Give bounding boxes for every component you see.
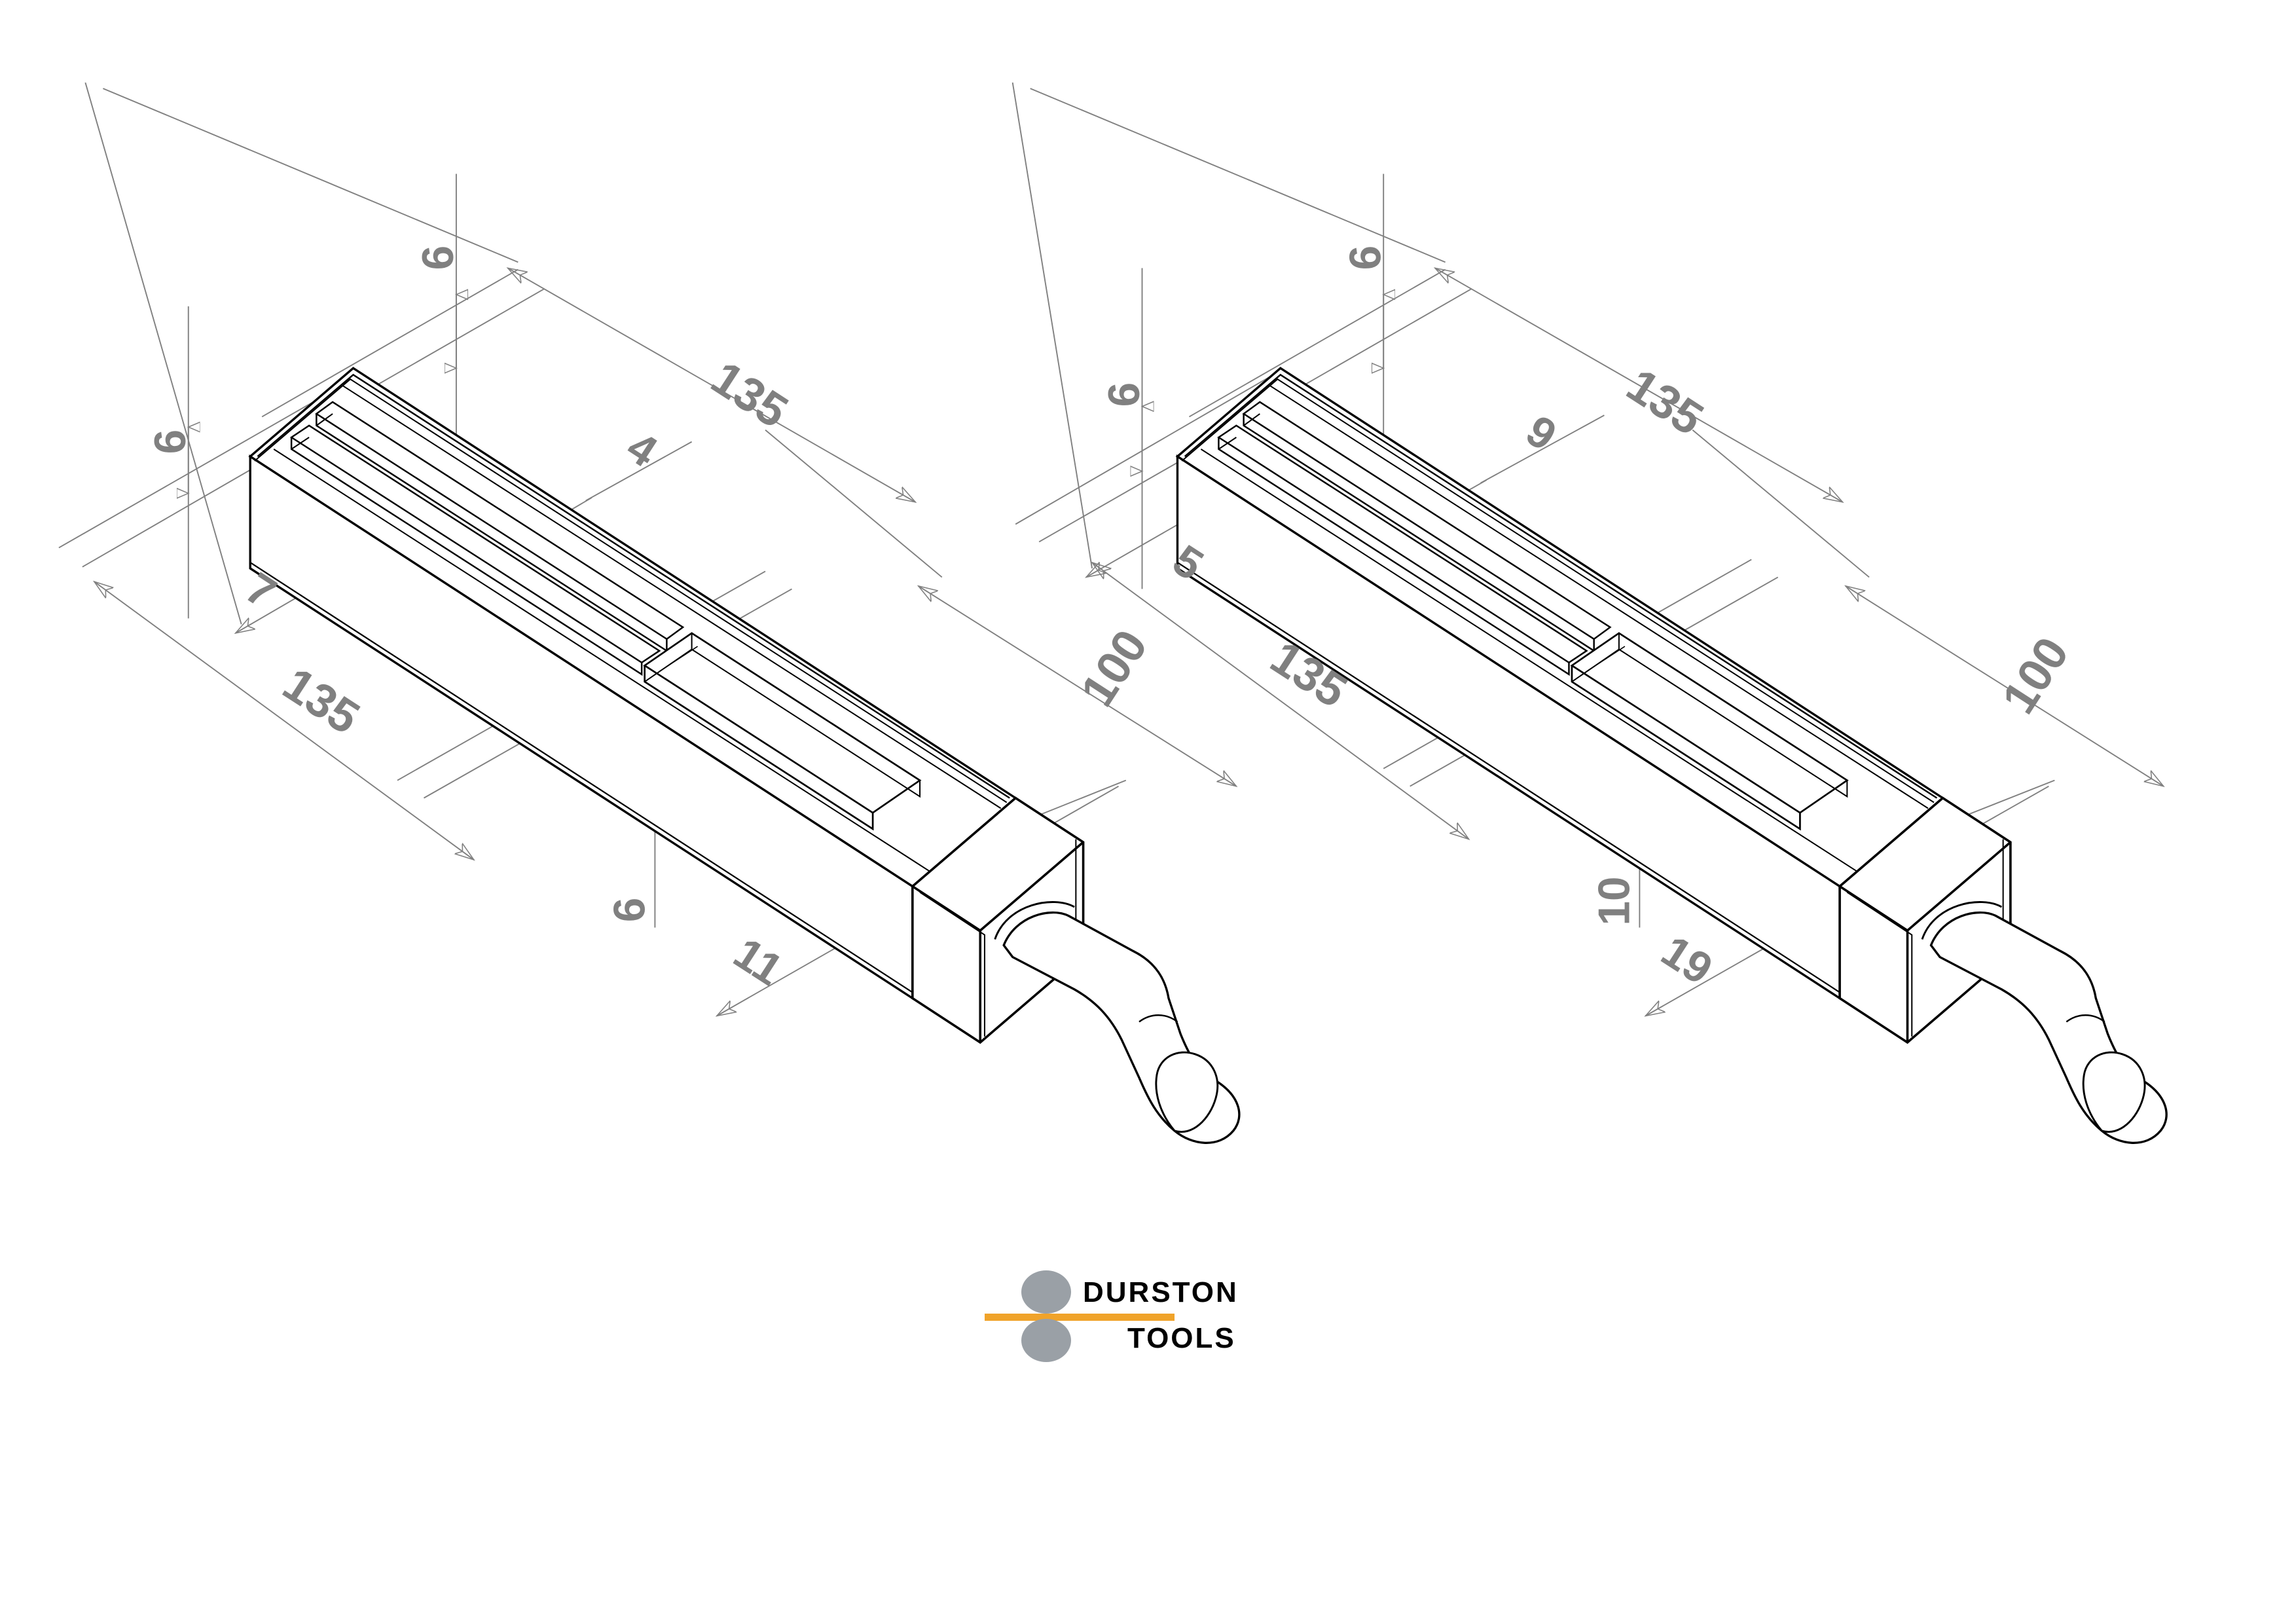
- durston-tools-logo: DURSTON TOOLS: [985, 1270, 1239, 1362]
- dim-100-label: 100: [1992, 628, 2079, 722]
- dim-135-lower-label: 135: [274, 657, 368, 744]
- dim-19-label: 19: [1653, 927, 1721, 995]
- dim-6-top-label: 6: [1341, 246, 1391, 270]
- dim-135-upper-label: 135: [1618, 359, 1712, 445]
- dim-4-label: 4: [618, 422, 666, 477]
- logo-line-1: DURSTON: [1083, 1276, 1239, 1308]
- right-swage-block: [1176, 367, 2168, 1145]
- logo-bar-icon: [985, 1314, 1175, 1321]
- logo-line-2: TOOLS: [1127, 1322, 1236, 1354]
- dim-6-bottom-label: 6: [605, 898, 654, 923]
- dim-6-left-label: 6: [146, 430, 195, 454]
- dim-7-label: 7: [237, 564, 284, 618]
- right-view: 6 6 135 5 9 135 100 10 19: [1011, 82, 2168, 1145]
- dim-6-top-label: 6: [414, 246, 463, 270]
- logo-text: DURSTON TOOLS: [1083, 1270, 1239, 1362]
- dim-100-label: 100: [1071, 621, 1157, 715]
- dim-9-label: 9: [1518, 406, 1565, 460]
- left-swage-block: [249, 367, 1241, 1145]
- left-view: 6 6 135 7 4 135 100 6 11: [58, 82, 1241, 1145]
- dim-6-left-label: 6: [1100, 382, 1149, 407]
- logo-mark-icon: [985, 1270, 1175, 1362]
- dim-10-label: 10: [1590, 877, 1639, 926]
- logo-dot-top-icon: [1021, 1270, 1071, 1314]
- dim-11-label: 11: [725, 929, 792, 995]
- logo-dot-bottom-icon: [1021, 1319, 1071, 1362]
